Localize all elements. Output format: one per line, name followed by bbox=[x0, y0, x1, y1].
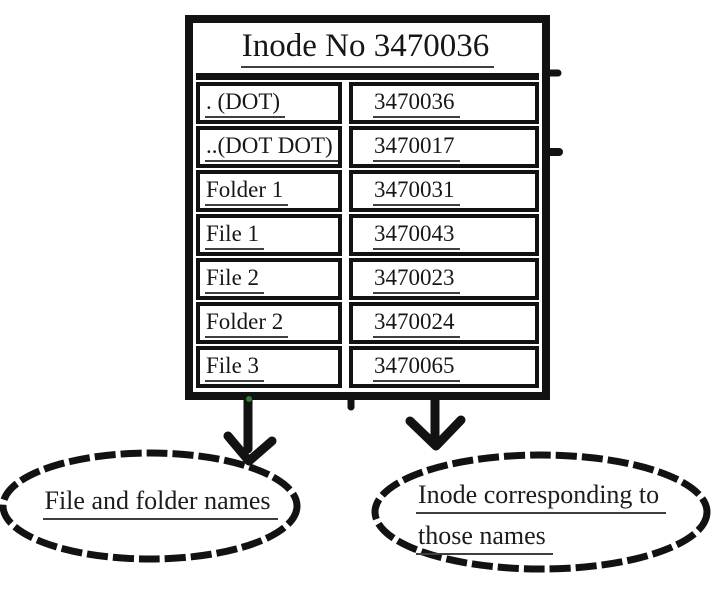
inode-number-cell: 3470017 bbox=[349, 126, 539, 168]
inode-number-label: 3470031 bbox=[373, 177, 460, 206]
file-name-cell: File 1 bbox=[196, 214, 342, 256]
inode-number-label: 3470024 bbox=[373, 309, 460, 338]
inode-number-label: 3470043 bbox=[373, 221, 460, 250]
file-name-cell: Folder 1 bbox=[196, 170, 342, 212]
file-name-cell: . (DOT) bbox=[196, 82, 342, 124]
table-row: Folder 2 3470024 bbox=[196, 302, 539, 344]
inode-number-label: 3470023 bbox=[373, 265, 460, 294]
inode-number-cell: 3470024 bbox=[349, 302, 539, 344]
table-row: File 3 3470065 bbox=[196, 346, 539, 388]
table-header: Inode No 3470036 bbox=[196, 23, 539, 80]
inode-number-cell: 3470036 bbox=[349, 82, 539, 124]
inode-number-cell: 3470065 bbox=[349, 346, 539, 388]
left-ellipse-label: File and folder names bbox=[26, 486, 294, 520]
left-ellipse-label-text: File and folder names bbox=[42, 486, 278, 520]
file-name-label: Folder 2 bbox=[205, 309, 289, 338]
file-name-label: Folder 1 bbox=[205, 177, 289, 206]
inode-number-cell: 3470031 bbox=[349, 170, 539, 212]
inode-number-label: 3470036 bbox=[373, 89, 460, 118]
table-row: File 1 3470043 bbox=[196, 214, 539, 256]
right-ellipse-label: Inode corresponding to those names bbox=[416, 480, 716, 555]
inode-table: Inode No 3470036 . (DOT) 3470036 ..(DOT … bbox=[185, 15, 550, 400]
inode-number-label: 3470017 bbox=[373, 133, 460, 162]
file-name-label: File 3 bbox=[205, 353, 265, 382]
down-arrow-right-icon bbox=[405, 394, 466, 451]
down-arrow-left-icon bbox=[223, 394, 277, 466]
table-header-label: Inode No 3470036 bbox=[240, 28, 495, 68]
file-name-label: File 1 bbox=[205, 221, 265, 250]
file-name-cell: Folder 2 bbox=[196, 302, 342, 344]
table-row: . (DOT) 3470036 bbox=[196, 82, 539, 124]
file-name-label: . (DOT) bbox=[205, 89, 286, 118]
file-name-label: File 2 bbox=[205, 265, 265, 294]
file-name-cell: File 3 bbox=[196, 346, 342, 388]
file-name-cell: File 2 bbox=[196, 258, 342, 300]
right-ellipse-label-line2: those names bbox=[416, 521, 553, 555]
table-row: File 2 3470023 bbox=[196, 258, 539, 300]
inode-number-label: 3470065 bbox=[373, 353, 460, 382]
table-row: ..(DOT DOT) 3470017 bbox=[196, 126, 539, 168]
table-row: Folder 1 3470031 bbox=[196, 170, 539, 212]
inode-number-cell: 3470023 bbox=[349, 258, 539, 300]
file-name-label: ..(DOT DOT) bbox=[205, 133, 338, 162]
inode-number-cell: 3470043 bbox=[349, 214, 539, 256]
right-ellipse-label-line1: Inode corresponding to bbox=[416, 480, 667, 514]
file-name-cell: ..(DOT DOT) bbox=[196, 126, 342, 168]
table-rows: . (DOT) 3470036 ..(DOT DOT) 3470017 Fold… bbox=[196, 82, 539, 388]
